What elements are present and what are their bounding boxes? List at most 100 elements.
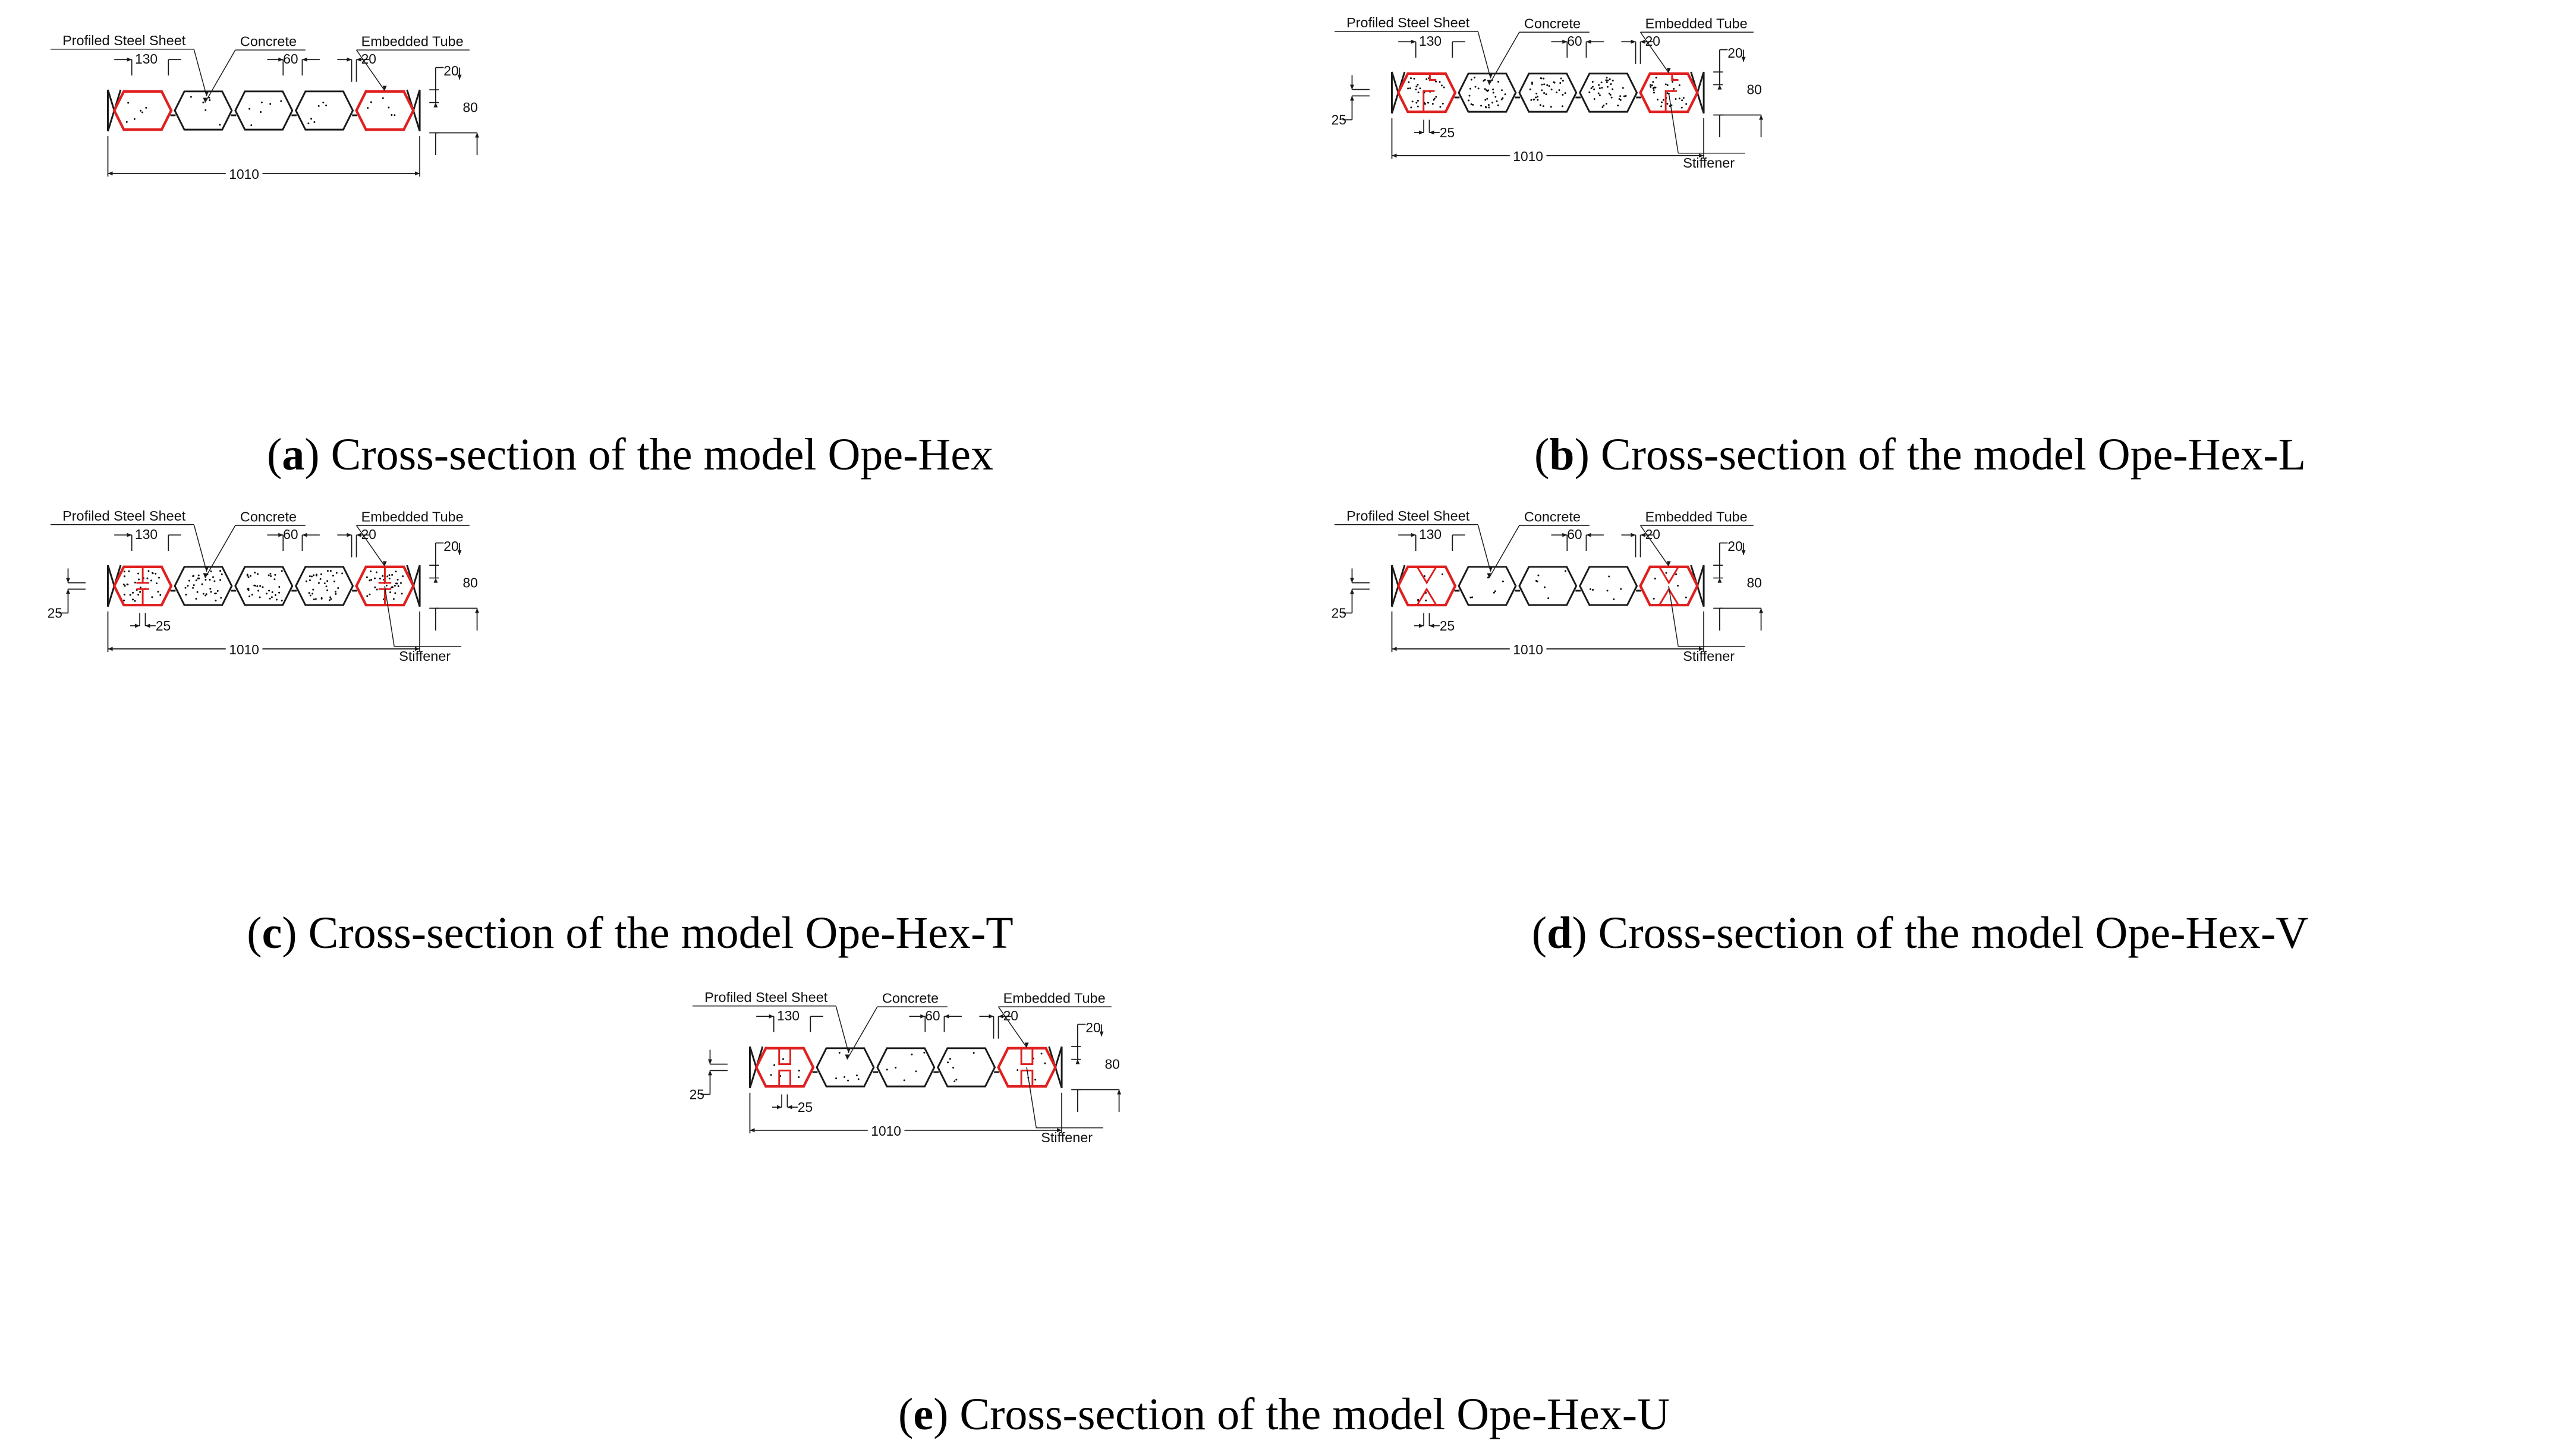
dim-label-right-80: 80 [462,100,477,115]
concrete-aggregate-dot [1654,86,1657,89]
concrete-aggregate-dot [397,585,399,587]
embedded-tube [112,90,173,131]
concrete-aggregate-dot [1590,588,1592,590]
concrete-aggregate-dot [309,579,311,581]
concrete-aggregate-dot [140,109,142,112]
concrete-aggregate-dot [973,1052,975,1054]
concrete-aggregate-dot [1662,99,1664,101]
dim-label-stiff-25-v: 25 [48,606,62,621]
dim-label-130: 130 [135,51,158,67]
concrete-aggregate-dot [1468,94,1471,97]
concrete-aggregate-dot [1548,85,1550,87]
caption-d: (d) Cross-section of the model Ope-Hex-V [1532,908,2309,958]
dim-label-right-20: 20 [1085,1020,1100,1035]
leader-sheet [193,49,207,97]
concrete-aggregate-dot [1682,97,1685,99]
concrete-aggregate-dot [1474,77,1476,78]
concrete-aggregate-dot [1562,93,1564,96]
concrete-aggregate-dot [129,594,131,596]
concrete-cell [234,566,294,606]
concrete-aggregate-dot [137,572,140,575]
dim-1010-gap [1509,147,1547,162]
dim-label-1010: 1010 [229,642,259,657]
caption-e: (e) Cross-section of the model Ope-Hex-U [898,1389,1670,1439]
concrete-aggregate-dot [1598,87,1601,89]
concrete-aggregate-dot [369,579,371,582]
concrete-aggregate-dot [366,595,369,597]
dim-label-130: 130 [777,1008,800,1023]
concrete-aggregate-dot [1653,89,1655,92]
concrete-aggregate-dot [247,589,250,591]
concrete-aggregate-dot [185,594,187,596]
concrete-aggregate-dot [1417,105,1419,108]
concrete-cell [174,566,233,606]
label-profiled-steel-sheet: Profiled Steel Sheet [62,33,186,48]
caption-paren-open: ( [898,1389,913,1439]
caption-text: ) Cross-section of the model Ope-Hex-V [1572,908,2308,958]
concrete-aggregate-dot [1588,91,1591,93]
concrete-aggregate-dot [1609,78,1611,80]
concrete-aggregate-dot [1443,86,1445,89]
caption-text: ) Cross-section of the model Ope-Hex-U [933,1389,1670,1439]
concrete-aggregate-dot [382,575,384,577]
concrete-aggregate-dot [221,573,223,575]
leader-sheet [835,1006,849,1054]
concrete-aggregate-dot [915,1070,917,1073]
concrete-aggregate-dot [1410,77,1412,80]
concrete-aggregate-dot [375,571,377,573]
concrete-aggregate-dot [311,593,314,595]
concrete-aggregate-dot [1601,106,1604,108]
concrete-aggregate-dot [122,583,125,585]
label-concrete: Concrete [1524,15,1581,31]
concrete-aggregate-dot [1423,575,1425,577]
concrete-aggregate-dot [280,100,282,102]
concrete-aggregate-dot [152,572,154,575]
concrete-aggregate-dot [1592,589,1594,591]
dim-label-right-80: 80 [1746,82,1761,97]
concrete-aggregate-dot [1564,92,1566,94]
label-concrete: Concrete [240,33,297,49]
concrete-aggregate-dot [844,1076,846,1078]
caption-letter: c [262,908,282,958]
concrete-aggregate-dot [204,109,207,111]
leader-tube [1639,525,1669,566]
concrete-aggregate-dot [204,579,207,581]
concrete-aggregate-dot [220,597,222,599]
concrete-aggregate-dot [250,575,251,577]
concrete-aggregate-dot [335,593,337,595]
concrete-aggregate-dot [317,582,320,584]
dim-label-stiff-25-h: 25 [798,1099,813,1115]
concrete-aggregate-dot [278,586,281,588]
label-embedded-tube: Embedded Tube [1003,990,1106,1006]
caption-letter: e [913,1389,933,1439]
concrete-aggregate-dot [923,1051,926,1054]
concrete-aggregate-dot [1542,105,1544,108]
dim-label-20: 20 [1645,527,1660,542]
concrete-aggregate-dot [1666,92,1669,94]
concrete-aggregate-dot [386,575,389,578]
concrete-aggregate-dot [124,585,126,587]
concrete-aggregate-dot [1425,78,1428,80]
concrete-aggregate-dot [1654,578,1656,580]
leader-concrete [204,525,236,578]
concrete-aggregate-dot [195,579,197,582]
concrete-aggregate-dot [326,580,329,582]
concrete-aggregate-dot [1487,104,1490,106]
concrete-aggregate-dot [1606,77,1608,79]
concrete-aggregate-dot [1533,98,1535,100]
concrete-aggregate-dot [1407,87,1409,90]
dim-label-20: 20 [361,527,376,542]
concrete-cell [816,1047,875,1088]
concrete-aggregate-dot [127,102,130,104]
label-concrete: Concrete [1524,509,1581,524]
concrete-aggregate-dot [1547,597,1550,600]
concrete-aggregate-dot [1433,97,1436,100]
concrete-aggregate-dot [1502,580,1504,582]
concrete-aggregate-dot [273,578,276,581]
concrete-aggregate-dot [402,575,404,578]
concrete-aggregate-dot [159,594,162,596]
concrete-aggregate-dot [370,570,372,572]
concrete-aggregate-dot [1660,105,1663,108]
concrete-aggregate-dot [124,575,125,578]
concrete-aggregate-dot [334,591,336,593]
